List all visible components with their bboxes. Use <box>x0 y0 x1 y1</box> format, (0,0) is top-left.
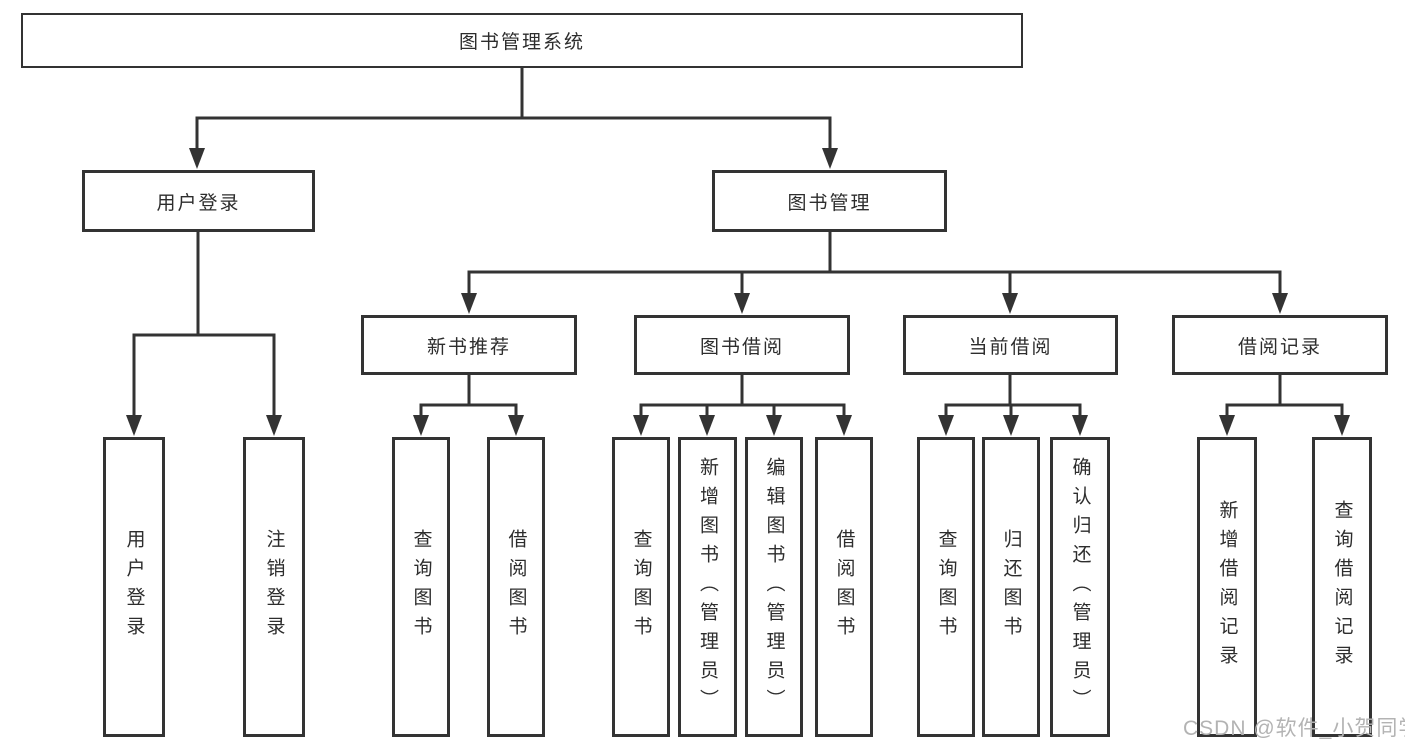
node-query-borrow-record: 查询借阅记录 <box>1312 437 1372 737</box>
connector-borrow-records-to-leaves <box>1219 375 1350 436</box>
node-label: 图书管理系统 <box>458 32 585 53</box>
node-label: 编辑图书（管理员） <box>763 456 785 718</box>
connector-user-login-to-leaves <box>126 232 282 436</box>
node-label: 新增借阅记录 <box>1216 500 1238 674</box>
node-add-borrow-record: 新增借阅记录 <box>1197 437 1257 737</box>
node-book-borrowing: 图书借阅 <box>634 315 850 375</box>
node-label: 查询图书 <box>410 529 432 645</box>
node-label: 借阅图书 <box>833 529 855 645</box>
node-label: 查询图书 <box>630 529 652 645</box>
node-edit-books-admin: 编辑图书（管理员） <box>745 437 803 737</box>
node-label: 新书推荐 <box>426 336 511 358</box>
node-label: 借阅记录 <box>1237 336 1322 358</box>
node-borrow-books: 借阅图书 <box>815 437 873 737</box>
connector-book-management-to-level3 <box>461 232 1288 314</box>
node-book-management: 图书管理 <box>712 170 947 232</box>
connector-book-borrowing-to-leaves <box>633 375 852 436</box>
node-new-book-recommend: 新书推荐 <box>361 315 577 375</box>
node-add-books-admin: 新增图书（管理员） <box>678 437 737 737</box>
node-label: 当前借阅 <box>968 336 1053 358</box>
node-borrow-records: 借阅记录 <box>1172 315 1388 375</box>
node-borrow-books-recommend: 借阅图书 <box>487 437 545 737</box>
node-current-borrowing: 当前借阅 <box>903 315 1118 375</box>
node-query-books-current: 查询图书 <box>917 437 975 737</box>
node-query-books-recommend: 查询图书 <box>392 437 450 737</box>
node-label: 注销登录 <box>263 529 285 645</box>
node-label: 借阅图书 <box>505 529 527 645</box>
node-label: 新增图书（管理员） <box>697 456 718 718</box>
node-query-books-borrowing: 查询图书 <box>612 437 670 737</box>
node-label: 确认归还（管理员） <box>1069 456 1091 718</box>
node-label: 归还图书 <box>1000 529 1022 645</box>
node-logout: 注销登录 <box>243 437 305 737</box>
node-label: 用户登录 <box>156 192 241 214</box>
node-label: 查询图书 <box>935 529 957 645</box>
node-label: 图书借阅 <box>699 336 784 358</box>
node-user-login-branch: 用户登录 <box>82 170 315 232</box>
node-library-management-system: 图书管理系统 <box>21 13 1023 68</box>
node-label: 查询借阅记录 <box>1331 500 1353 674</box>
node-user-login: 用户登录 <box>103 437 165 737</box>
node-label: 用户登录 <box>123 529 145 645</box>
connector-new-book-to-leaves <box>413 375 524 436</box>
node-label: 图书管理 <box>787 192 872 214</box>
watermark: CSDN @软件_小贺同学 <box>1183 717 1405 740</box>
connector-current-borrowing-to-leaves <box>938 375 1088 436</box>
node-confirm-return-admin: 确认归还（管理员） <box>1050 437 1110 737</box>
connector-root-to-level2 <box>189 68 838 169</box>
node-return-books: 归还图书 <box>982 437 1040 737</box>
